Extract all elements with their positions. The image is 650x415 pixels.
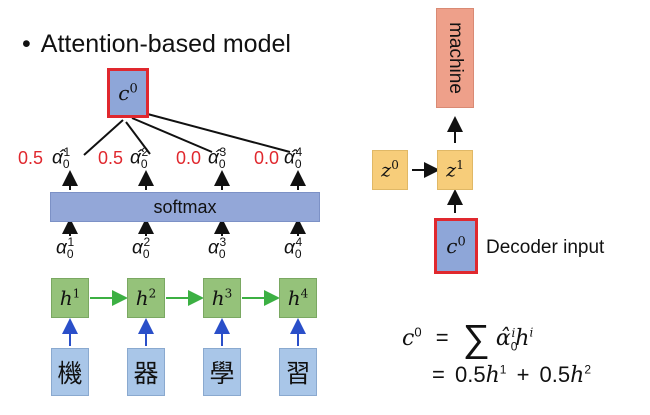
decoder-output-machine: machine (436, 8, 474, 108)
alpha-3: α03 (208, 235, 227, 262)
decoder-input-caption: Decoder input (486, 237, 605, 258)
alpha-hat-4: α̂04 (284, 145, 303, 172)
input-token-4: 習 (279, 348, 317, 396)
input-token-1: 機 (51, 348, 89, 396)
alpha-hat-3: α̂03 (208, 145, 227, 172)
equation-line-1: c0 = ∑ α̂0ihi (402, 318, 534, 360)
decoder-state-z1: z1 (437, 150, 473, 190)
ahat-value-1: 0.5 (18, 148, 44, 168)
hidden-state-h2: h2 (127, 278, 165, 318)
ahat-value-2: 0.5 (98, 148, 124, 168)
alpha-2: α02 (132, 235, 151, 262)
context-vector-c0: c0 (107, 68, 149, 118)
link-c0-ahat1 (83, 119, 124, 156)
bullet-dot: • (22, 30, 31, 58)
alpha-hat-2: α̂02 (130, 145, 149, 172)
c0-label: c0 (118, 81, 138, 105)
link-c0-ahat2 (125, 121, 151, 155)
alpha-4: α04 (284, 235, 303, 262)
ahat-value-3: 0.0 (176, 148, 202, 168)
link-c0-ahat3 (131, 117, 213, 153)
ahat-value-4: 0.0 (254, 148, 280, 168)
decoder-state-z0: z0 (372, 150, 408, 190)
softmax-layer: softmax (50, 192, 320, 222)
input-token-3: 學 (203, 348, 241, 396)
link-c0-ahat4 (139, 111, 291, 153)
alpha-hat-1: α̂01 (52, 145, 71, 172)
hidden-state-h4: h4 (279, 278, 317, 318)
decoder-input-c0: c0 (434, 218, 478, 274)
alpha-1: α01 (56, 235, 75, 262)
hidden-state-h3: h3 (203, 278, 241, 318)
slide-title: •Attention-based model (22, 30, 291, 58)
input-token-2: 器 (127, 348, 165, 396)
equation-line-2: = 0.5h1 + 0.5h2 (432, 362, 591, 388)
hidden-state-h1: h1 (51, 278, 89, 318)
